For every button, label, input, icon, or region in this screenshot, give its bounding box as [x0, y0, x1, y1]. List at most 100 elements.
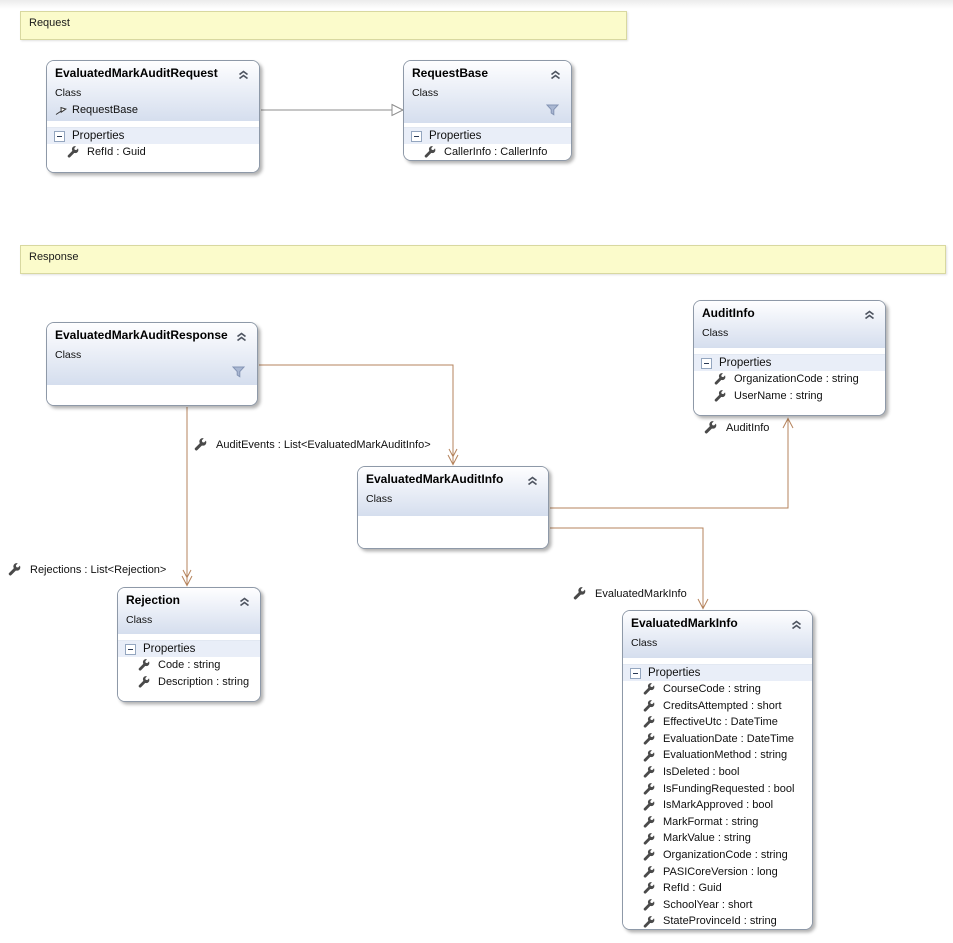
connector-label-text: EvaluatedMarkInfo [595, 587, 687, 600]
property-row[interactable]: Code : string [118, 657, 260, 674]
class-body [47, 385, 257, 405]
class-header[interactable]: EvaluatedMarkAuditInfo Class [358, 467, 548, 516]
response-banner-label: Response [29, 251, 79, 263]
collapse-minus-icon[interactable] [630, 667, 641, 679]
property-row[interactable]: IsFundingRequested : bool [623, 781, 812, 798]
property-row[interactable]: RefId : Guid [47, 144, 259, 161]
association-auditevents-connector[interactable] [259, 364, 459, 466]
collapse-chevron-icon[interactable] [239, 594, 250, 612]
canvas-top-fade [0, 0, 953, 9]
collapse-chevron-icon[interactable] [550, 67, 561, 85]
properties-compartment-header[interactable]: Properties [623, 664, 812, 681]
property-row[interactable]: OrganizationCode : string [694, 371, 885, 388]
wrench-icon [643, 749, 655, 762]
collapse-chevron-icon[interactable] [238, 67, 249, 85]
properties-label: Properties [143, 643, 196, 655]
wrench-icon [643, 716, 655, 729]
wrench-icon [424, 146, 436, 158]
audit-events-connector-label[interactable]: AuditEvents : List<EvaluatedMarkAuditInf… [194, 438, 431, 451]
property-row[interactable]: CreditsAttempted : short [623, 698, 812, 715]
class-box-requestbase[interactable]: RequestBase Class Properties C [403, 60, 572, 161]
collapse-minus-icon[interactable] [701, 357, 712, 369]
property-text: CourseCode : string [663, 683, 761, 695]
class-header[interactable]: EvaluatedMarkInfo Class [623, 611, 812, 658]
property-row[interactable]: EvaluationMethod : string [623, 747, 812, 764]
audit-info-connector-label[interactable]: AuditInfo [704, 421, 769, 434]
wrench-icon [643, 783, 655, 795]
properties-label: Properties [648, 667, 701, 679]
class-box-evaluatedmarkinfo[interactable]: EvaluatedMarkInfo Class Properties Cours… [622, 610, 813, 930]
property-row[interactable]: PASICoreVersion : long [623, 864, 812, 881]
property-text: EvaluationDate : DateTime [663, 732, 795, 745]
association-rejections-connector[interactable] [181, 407, 193, 587]
collapse-minus-icon[interactable] [125, 643, 136, 655]
property-row[interactable]: UserName : string [694, 388, 885, 405]
class-header[interactable]: Rejection Class [118, 588, 260, 634]
property-row[interactable]: IsDeleted : bool [623, 764, 812, 781]
collapse-chevron-icon[interactable] [864, 307, 875, 325]
wrench-icon [8, 563, 21, 576]
properties-compartment-header[interactable]: Properties [404, 127, 571, 144]
property-text: SchoolYear : short [663, 898, 753, 911]
request-banner-label: Request [29, 17, 70, 29]
class-box-evaluatedmarkauditrequest[interactable]: EvaluatedMarkAuditRequest Class RequestB… [46, 60, 260, 173]
class-name: AuditInfo [702, 306, 755, 320]
filter-icon[interactable] [545, 103, 560, 121]
filter-icon[interactable] [231, 365, 246, 383]
wrench-icon [67, 146, 79, 158]
class-header[interactable]: RequestBase Class [404, 61, 571, 123]
response-comment-banner[interactable]: Response [20, 245, 946, 274]
evaluated-mark-info-connector-label[interactable]: EvaluatedMarkInfo [573, 587, 687, 600]
property-text: CreditsAttempted : short [663, 699, 782, 712]
connector-label-text: AuditInfo [726, 421, 770, 434]
property-row[interactable]: StateProvinceId : string [623, 913, 812, 929]
class-header[interactable]: AuditInfo Class [694, 301, 885, 348]
class-box-auditinfo[interactable]: AuditInfo Class Properties OrganizationC… [693, 300, 886, 416]
class-stereotype: Class [412, 87, 439, 99]
property-row[interactable]: Description : string [118, 674, 260, 691]
association-evaluatedmarkinfo-connector[interactable] [550, 527, 709, 610]
class-box-rejection[interactable]: Rejection Class Properties Code : string [117, 587, 261, 702]
wrench-icon [643, 882, 655, 894]
class-body: Properties Code : string Description : s… [118, 634, 260, 701]
collapse-chevron-icon[interactable] [527, 473, 538, 491]
property-row[interactable]: MarkValue : string [623, 830, 812, 847]
property-row[interactable]: CourseCode : string [623, 681, 812, 698]
class-name: Rejection [126, 593, 181, 607]
class-box-evaluatedmarkauditresponse[interactable]: EvaluatedMarkAuditResponse Class [46, 322, 258, 406]
collapse-minus-icon[interactable] [411, 130, 422, 142]
property-text: MarkFormat : string [663, 815, 759, 828]
rejections-connector-label[interactable]: Rejections : List<Rejection> [8, 563, 166, 576]
inheritance-connector-requestbase[interactable] [261, 103, 405, 117]
property-row[interactable]: MarkFormat : string [623, 814, 812, 831]
association-auditinfo-connector[interactable] [550, 417, 794, 509]
collapse-chevron-icon[interactable] [236, 329, 247, 347]
wrench-icon [643, 766, 655, 778]
property-row[interactable]: EffectiveUtc : DateTime [623, 714, 812, 731]
collapse-minus-icon[interactable] [54, 130, 65, 142]
property-row[interactable]: EvaluationDate : DateTime [623, 731, 812, 748]
properties-compartment-header[interactable]: Properties [694, 354, 885, 371]
property-row[interactable]: SchoolYear : short [623, 897, 812, 914]
class-name: EvaluatedMarkAuditInfo [366, 472, 504, 486]
properties-compartment-header[interactable]: Properties [118, 640, 260, 657]
properties-label: Properties [429, 130, 482, 142]
properties-compartment-header[interactable]: Properties [47, 127, 259, 144]
base-type-name: RequestBase [72, 104, 139, 116]
property-text: StateProvinceId : string [663, 915, 777, 928]
class-box-evaluatedmarkauditinfo[interactable]: EvaluatedMarkAuditInfo Class [357, 466, 549, 549]
property-row[interactable]: OrganizationCode : string [623, 847, 812, 864]
request-comment-banner[interactable]: Request [20, 11, 627, 40]
property-text: Description : string [158, 675, 250, 688]
class-body: Properties OrganizationCode : string Use… [694, 348, 885, 415]
class-header[interactable]: EvaluatedMarkAuditResponse Class [47, 323, 257, 385]
property-row[interactable]: IsMarkApproved : bool [623, 797, 812, 814]
property-row[interactable]: CallerInfo : CallerInfo [404, 144, 571, 160]
property-row[interactable]: RefId : Guid [623, 880, 812, 897]
wrench-icon [194, 438, 207, 451]
collapse-chevron-icon[interactable] [791, 617, 802, 635]
class-header[interactable]: EvaluatedMarkAuditRequest Class RequestB… [47, 61, 259, 121]
inherits-arrow-icon [55, 105, 67, 117]
